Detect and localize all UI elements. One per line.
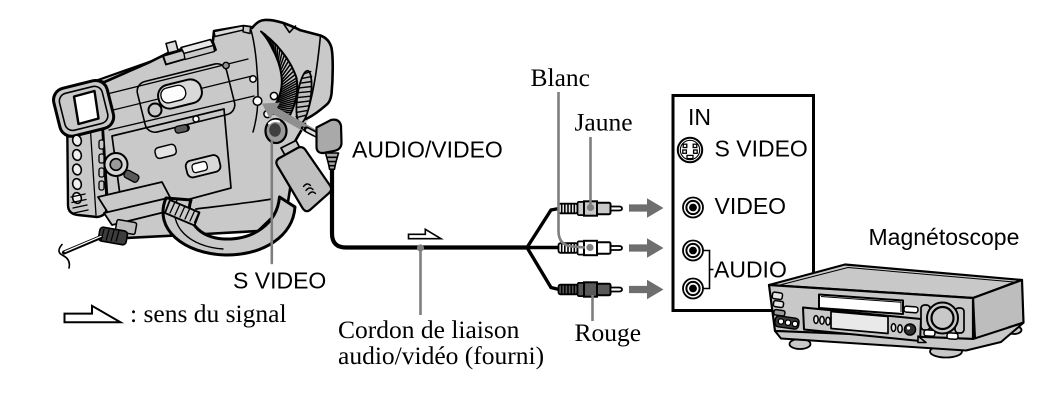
svg-text:VIDEO: VIDEO bbox=[715, 193, 787, 219]
svg-text:Magnétoscope: Magnétoscope bbox=[869, 224, 1020, 250]
svg-text:AUDIO: AUDIO bbox=[714, 257, 787, 283]
svg-text:IN: IN bbox=[688, 104, 711, 130]
svg-text:Rouge: Rouge bbox=[575, 318, 642, 347]
svg-text:S VIDEO: S VIDEO bbox=[715, 136, 808, 162]
svg-text:S VIDEO: S VIDEO bbox=[233, 268, 326, 294]
svg-text:Jaune: Jaune bbox=[575, 108, 633, 137]
svg-text:: sens du signal: : sens du signal bbox=[130, 299, 287, 328]
svg-text:Blanc: Blanc bbox=[531, 63, 590, 92]
svg-text:Cordon de liaison: Cordon de liaison bbox=[338, 315, 520, 344]
svg-text:audio/vidéo (fourni): audio/vidéo (fourni) bbox=[338, 341, 544, 370]
svg-text:AUDIO/VIDEO: AUDIO/VIDEO bbox=[352, 137, 503, 163]
